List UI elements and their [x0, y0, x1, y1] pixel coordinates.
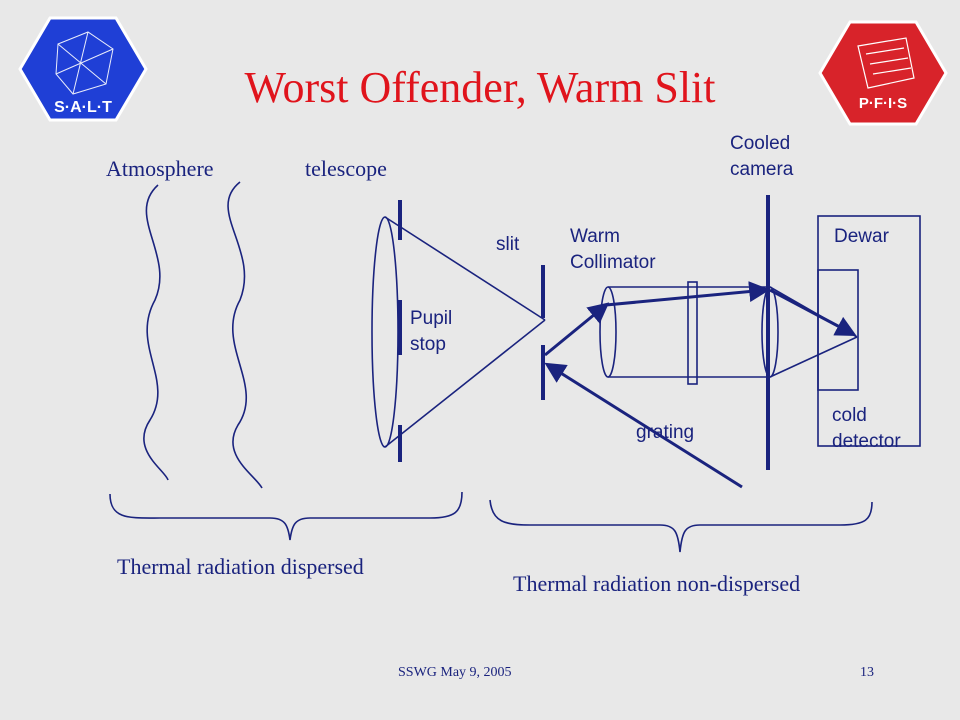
label-cold-detector: cold detector: [832, 405, 901, 452]
collimator-lens: [599, 286, 617, 378]
label-thermal-dispersed: Thermal radiation dispersed: [117, 554, 364, 579]
brace-non-dispersed: [489, 499, 873, 553]
label-thermal-non-dispersed: Thermal radiation non-dispersed: [513, 571, 801, 596]
label-dewar: Dewar: [834, 226, 889, 247]
ray-slit-to-collimator: [544, 302, 610, 357]
telescope-mesh-icon: [55, 31, 114, 95]
footer-page-number: 13: [860, 665, 874, 680]
ray-collimator-to-camera: [605, 281, 771, 307]
pfis-logo: P·F·I·S: [818, 20, 948, 126]
salt-logo: S·A·L·T: [18, 16, 148, 122]
label-atmosphere: Atmosphere: [106, 156, 214, 181]
label-pupil-stop: Pupil stop: [410, 308, 453, 355]
footer-date: SSWG May 9, 2005: [398, 665, 512, 680]
cold-detector-box: [817, 269, 859, 391]
ray-grating-to-slit: [544, 362, 743, 489]
brace-dispersed: [109, 491, 463, 541]
grating: [687, 281, 698, 385]
label-warm-collimator: Warm Collimator: [570, 226, 656, 273]
telescope-lens: [371, 216, 399, 448]
slide-title: Worst Offender, Warm Slit: [244, 63, 716, 112]
atmosphere-wave-2: [227, 181, 263, 489]
salt-logo-text: S·A·L·T: [54, 99, 112, 116]
atmosphere-wave-1: [143, 184, 169, 481]
label-telescope: telescope: [305, 156, 387, 181]
ray-camera-to-detector: [769, 288, 857, 336]
label-cooled-camera: Cooled camera: [730, 133, 794, 180]
label-grating: grating: [636, 422, 695, 443]
pfis-logo-text: P·F·I·S: [859, 95, 907, 112]
label-slit: slit: [496, 234, 520, 255]
spectrograph-icon: [857, 37, 915, 89]
